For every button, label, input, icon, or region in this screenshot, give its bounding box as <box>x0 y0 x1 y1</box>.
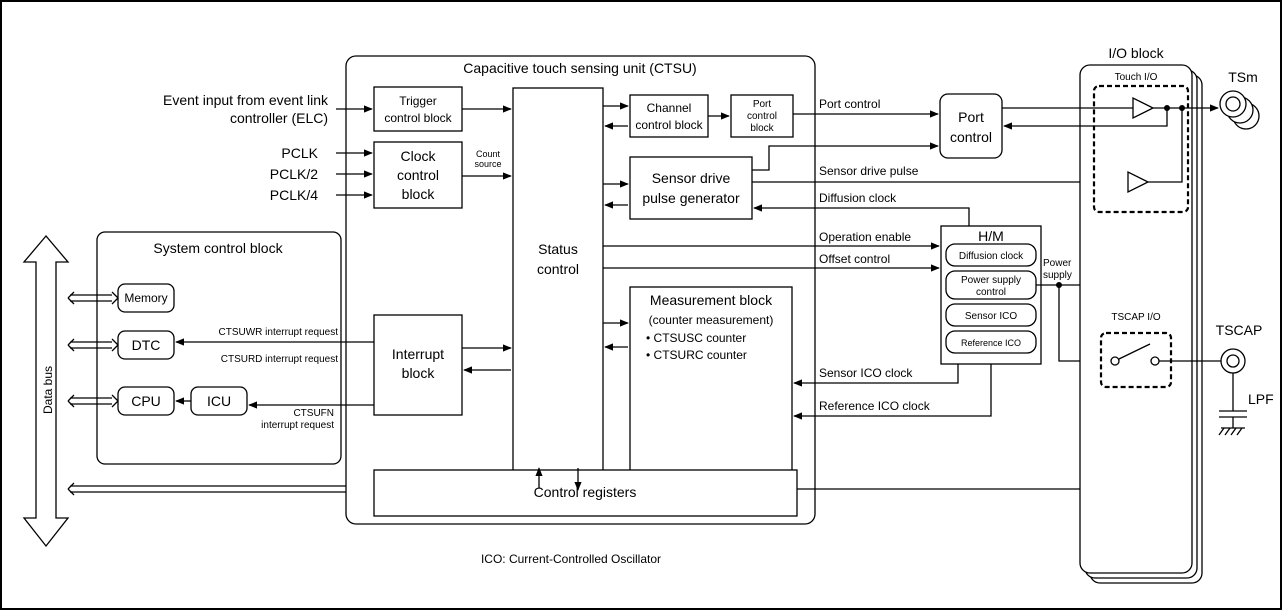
ctsu-title: Capacitive touch sensing unit (CTSU) <box>463 60 696 76</box>
channel-label-2: control block <box>635 118 703 132</box>
ctsufn-label-1: CTSUFN <box>293 408 334 419</box>
measurement-label-3: • CTSUSC counter <box>646 331 746 345</box>
tsm-label: TSm <box>1228 69 1258 85</box>
lpf-capacitor <box>1218 373 1247 436</box>
measurement-block <box>629 286 793 488</box>
operation-enable-label: Operation enable <box>819 230 911 244</box>
tscap-io-region <box>1099 331 1173 389</box>
touch-io-label: Touch I/O <box>1115 72 1158 83</box>
dtc-label: DTC <box>132 337 161 353</box>
power-supply-label-2: supply <box>1043 270 1072 281</box>
clock-label-1: Clock <box>400 148 436 164</box>
cpu-label: CPU <box>131 393 161 409</box>
reference-ico-clock-line <box>793 364 992 420</box>
sensor-drive-pulse-label: Sensor drive pulse <box>819 164 919 178</box>
port-label-2: control <box>950 129 992 145</box>
hm-reference-ico-label: Reference ICO <box>961 338 1021 348</box>
reference-ico-clock-label: Reference ICO clock <box>819 399 931 413</box>
ctsufn-label-2: interrupt request <box>261 420 334 431</box>
pclk2-label: PCLK/2 <box>270 166 318 182</box>
trigger-label-1: Trigger <box>399 94 437 108</box>
port-control-block <box>730 94 794 138</box>
system-control-title: System control block <box>153 240 283 256</box>
sensor-buffer-to-pin <box>1148 108 1183 183</box>
footnote: ICO: Current-Controlled Oscillator <box>481 552 661 566</box>
count-source-label-1: Count <box>476 149 501 159</box>
status-label-2: control <box>537 261 579 277</box>
status-connections <box>175 102 730 491</box>
interrupt-block <box>373 314 463 416</box>
bus-connectors <box>67 291 375 496</box>
hm-diffusion-label: Diffusion clock <box>959 251 1024 262</box>
pclk4-label: PCLK/4 <box>270 187 318 203</box>
hm-sensor-ico-label: Sensor ICO <box>965 311 1017 322</box>
tscap-pin-inner <box>1226 354 1240 368</box>
clock-control-block <box>373 141 463 209</box>
ctsurd-label: CTSURD interrupt request <box>221 354 338 365</box>
tscap-io-label: TSCAP I/O <box>1111 312 1160 323</box>
input-arrows <box>336 105 512 199</box>
hm-diffusion-clock <box>945 243 1037 267</box>
ctsuwr-label: CTSUWR interrupt request <box>219 327 339 338</box>
diffusion-clock-line <box>753 204 970 226</box>
trigger-control-block <box>373 86 463 132</box>
sensor-drive-label-2: pulse generator <box>642 190 740 206</box>
sensor-ico-clock-label: Sensor ICO clock <box>819 366 913 380</box>
memory-label: Memory <box>124 291 167 305</box>
sensor-buffer <box>1127 170 1150 194</box>
pclk-label: PCLK <box>281 145 318 161</box>
tscap-label: TSCAP <box>1216 322 1263 338</box>
sensor-to-port-line <box>752 142 939 171</box>
status-label-1: Status <box>538 241 578 257</box>
hm-title: H/M <box>978 228 1004 244</box>
port-control-label: Port control <box>819 97 880 111</box>
count-source-label-2: source <box>474 159 501 169</box>
clock-label-3: block <box>402 186 436 202</box>
clock-label-2: control <box>397 167 439 183</box>
port-ctrl-label-1: Port <box>753 99 772 110</box>
measurement-label-2: (counter measurement) <box>649 313 774 327</box>
event-input-label-1: Event input from event link <box>163 92 329 108</box>
sensor-drive-pulse-generator <box>629 156 753 220</box>
io-block <box>1079 64 1193 574</box>
port-ctrl-label-3: block <box>750 123 774 134</box>
channel-control-block <box>629 94 709 138</box>
switch-contact-left <box>1110 356 1120 366</box>
offset-control-label: Offset control <box>819 252 890 266</box>
data-bus-arrow <box>22 234 70 548</box>
control-registers-label: Control registers <box>534 484 637 500</box>
event-input-label-2: controller (ELC) <box>230 110 328 126</box>
measurement-label-1: Measurement block <box>650 292 773 308</box>
touch-io-region <box>1092 84 1190 214</box>
switch-contact-right <box>1150 356 1160 366</box>
channel-label-1: Channel <box>647 101 692 115</box>
lpf-label: LPF <box>1248 391 1274 407</box>
data-bus-label: Data bus <box>41 366 55 414</box>
interrupt-label-2: block <box>402 365 436 381</box>
port-ctrl-label-2: control <box>747 111 777 122</box>
port-label-1: Port <box>958 109 984 125</box>
switch-lever <box>1118 343 1151 360</box>
measurement-label-4: • CTSURC counter <box>646 348 747 362</box>
sensor-drive-label-1: Sensor drive <box>652 170 731 186</box>
tsm-pin-inner <box>1225 96 1241 112</box>
diffusion-clock-label: Diffusion clock <box>819 191 897 205</box>
hm-reference-ico <box>945 330 1037 354</box>
icu-label: ICU <box>207 393 231 409</box>
hm-power-label-1: Power supply <box>961 275 1021 286</box>
status-control-block <box>512 87 604 489</box>
pin-to-port-feedback <box>1003 108 1168 130</box>
sensor-ico-clock-line <box>793 364 959 387</box>
hm-sensor-ico <box>945 303 1037 327</box>
power-supply-label-1: Power <box>1043 258 1072 269</box>
hm-power-label-2: control <box>976 287 1006 298</box>
port-control-external <box>939 93 1003 159</box>
control-registers-block <box>373 469 798 517</box>
io-block-title: I/O block <box>1108 45 1164 61</box>
interrupt-label-1: Interrupt <box>392 346 444 362</box>
trigger-label-2: control block <box>384 111 452 125</box>
